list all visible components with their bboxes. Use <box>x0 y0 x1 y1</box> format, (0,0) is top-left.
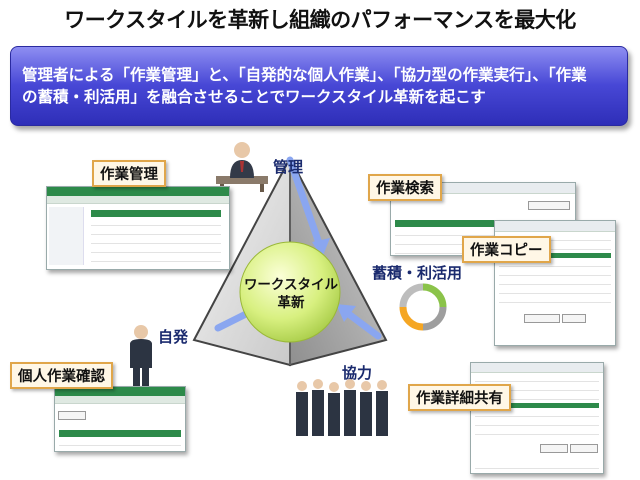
center-label: ワークスタイル 革新 <box>243 277 339 311</box>
banner <box>10 46 628 126</box>
manager-person-icon <box>216 142 268 192</box>
tag-task-detail-share: 作業詳細共有 <box>408 384 511 411</box>
tag-task-search: 作業検索 <box>368 174 442 201</box>
center-sphere <box>239 241 341 343</box>
arrow-from-top <box>286 156 324 250</box>
vertex-label-management: 管理 <box>273 158 304 176</box>
banner-line-1: 管理者による「作業管理」と、「自発的な個人作業」、「協力型の作業実行」、「作業 <box>22 66 587 84</box>
arrow-from-bottom <box>342 308 382 340</box>
group-people-icon <box>296 379 388 436</box>
banner-text: 管理者による「作業管理」と、「自発的な個人作業」、「協力型の作業実行」、「作業 … <box>22 64 622 108</box>
banner-line-2: の蓄積・利活用」を融合させることでワークスタイル革新を起こす <box>22 88 486 106</box>
pyramid-diagram <box>192 156 388 367</box>
individual-person-icon <box>130 325 152 402</box>
tag-personal-task-check: 個人作業確認 <box>10 362 113 389</box>
task-share-screenshot <box>470 362 604 474</box>
task-copy-screenshot <box>494 220 616 346</box>
page-title: ワークスタイルを革新し組織のパフォーマンスを最大化 <box>64 8 576 32</box>
recycle-icon <box>399 283 447 331</box>
vertex-label-self-initiative: 自発 <box>158 328 189 346</box>
personal-task-screenshot <box>54 386 186 452</box>
tag-task-management: 作業管理 <box>92 160 166 187</box>
vertex-label-accumulation: 蓄積・利活用 <box>372 264 463 282</box>
tag-task-copy: 作業コピー <box>462 236 551 263</box>
vertex-label-cooperation: 協力 <box>342 364 373 382</box>
task-management-screenshot <box>46 186 230 270</box>
